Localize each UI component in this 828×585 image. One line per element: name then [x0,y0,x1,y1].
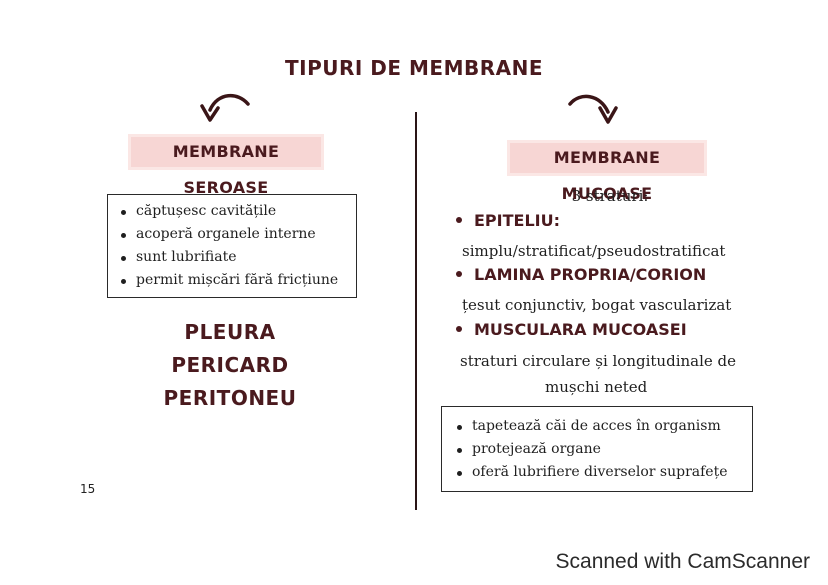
list-item: căptușesc cavitățile [114,200,356,223]
bullet-icon [456,216,462,223]
scanner-watermark: Scanned with CamScanner [555,550,810,573]
organ-peritoneu: PERITONEU [163,386,297,410]
page-number: 15 [80,482,96,496]
layer-lamina-heading: LAMINA PROPRIA/CORION [456,265,706,284]
layer-musculara-description: straturi circulare și longitudinale de [460,352,737,370]
layer-musculara-heading: MUSCULARA MUCOASEI [456,320,687,339]
list-item: oferă lubrifiere diverselor suprafețe [450,461,752,484]
list-item: sunt lubrifiate [114,246,356,269]
mucous-functions-list: tapetează căi de acces în organism prote… [450,415,752,484]
curved-arrow-right-icon [564,92,624,132]
organ-pericard: PERICARD [171,353,289,377]
layers-intro: 3 straturi: [571,187,649,205]
layer-epiteliu-heading: EPITELIU: [456,211,560,230]
serous-organs-list: PLEURA PERICARD PERITONEU [120,316,340,415]
curved-arrow-left-icon [196,90,256,130]
bullet-icon [456,325,462,332]
serous-features-box: căptușesc cavitățile acoperă organele in… [107,194,357,298]
list-item: permit mișcări fără fricțiune [114,269,356,292]
list-item: acoperă organele interne [114,223,356,246]
mucous-functions-box: tapetează căi de acces în organism prote… [441,406,753,492]
bullet-icon [456,270,462,277]
layer-epiteliu-description: simplu/stratificat/pseudostratificat [462,242,726,260]
organ-pleura: PLEURA [184,320,276,344]
list-item: tapetează căi de acces în organism [450,415,752,438]
layer-musculara-description-2: mușchi neted [545,378,648,396]
column-divider [415,112,417,510]
serous-features-list: căptușesc cavitățile acoperă organele in… [114,200,356,292]
layer-lamina-description: țesut conjunctiv, bogat vascularizat [462,296,732,314]
serous-membranes-heading: MEMBRANE SEROASE [128,134,324,197]
page-title: TIPURI DE MEMBRANE [284,56,543,80]
mucous-membranes-heading: MEMBRANE MUCOASE [507,140,707,203]
list-item: protejează organe [450,438,752,461]
